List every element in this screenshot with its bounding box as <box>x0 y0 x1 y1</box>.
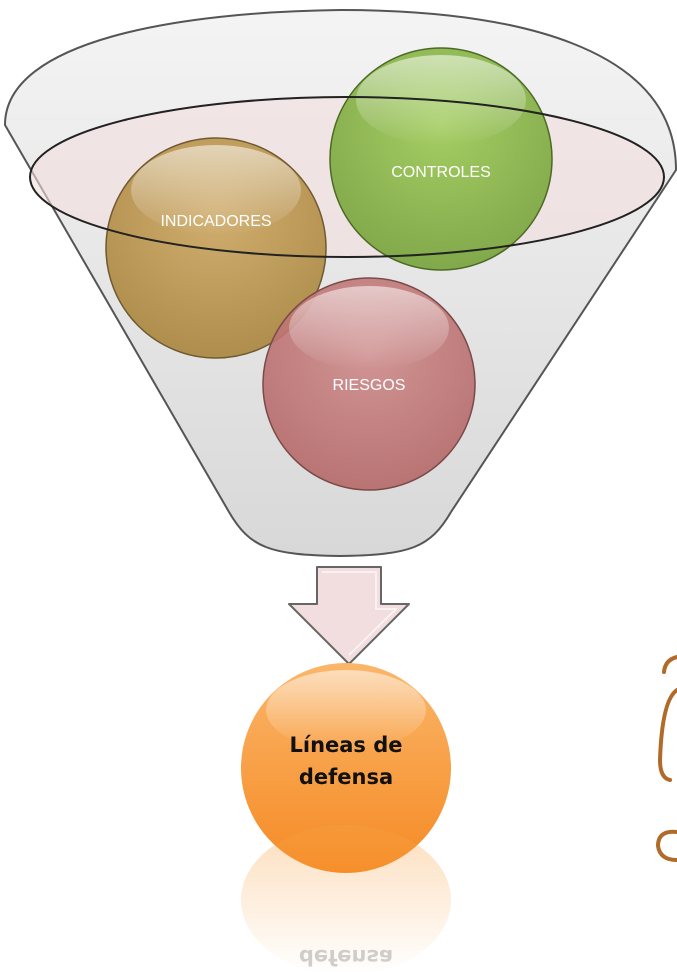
decorative-stroke-icon <box>655 655 677 862</box>
result-label-line1: Líneas de <box>289 733 402 757</box>
result-circle: Líneas de defensa <box>241 663 451 873</box>
controles-label: CONTROLES <box>391 164 491 181</box>
result-label-line2: defensa <box>299 765 393 789</box>
indicadores-label: INDICADORES <box>160 213 271 230</box>
riesgos-label: RIESGOS <box>333 377 406 394</box>
down-arrow-icon <box>288 566 410 665</box>
result-reflection: defensa <box>241 825 451 975</box>
controles-circle: CONTROLES <box>329 47 553 271</box>
reflection-label: defensa <box>299 945 393 969</box>
riesgos-circle: RIESGOS <box>262 277 476 491</box>
indicadores-circle: INDICADORES <box>105 137 327 359</box>
